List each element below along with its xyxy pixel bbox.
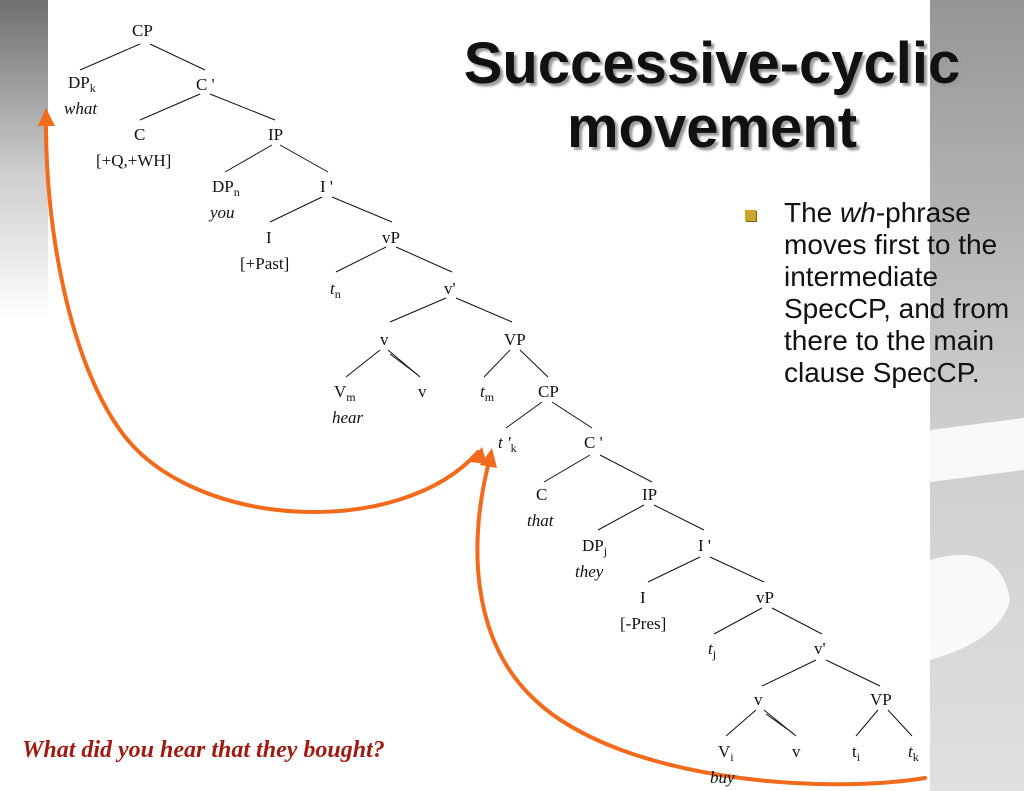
- node-vp-1: VP: [504, 330, 526, 349]
- node-c-2: C: [536, 485, 548, 504]
- right-gradient-band: [930, 0, 1024, 791]
- node-vp-small-1: vP: [382, 228, 400, 247]
- word-that: that: [527, 511, 554, 530]
- tree-branch: [825, 659, 881, 687]
- node-v-m: Vm: [334, 382, 356, 405]
- word-buy: buy: [710, 768, 735, 787]
- title-line-2: movement: [566, 95, 858, 160]
- feature-past: [+Past]: [240, 254, 290, 273]
- tree-branch: [543, 454, 591, 483]
- node-vp-small-2: vP: [756, 588, 774, 607]
- trace-t-n: tn: [330, 279, 341, 302]
- trace-t-k: tk: [908, 742, 919, 765]
- tree-branch: [209, 93, 276, 121]
- trace-t-i: ti: [852, 742, 861, 765]
- tree-branch: [505, 401, 543, 429]
- node-c-1: C: [134, 125, 146, 144]
- tree-branch: [713, 607, 763, 635]
- node-v-1: v: [380, 330, 389, 349]
- tree-branch: [389, 353, 419, 376]
- title-line-1: Successive-cyclic: [463, 31, 961, 96]
- movement-arrow-inner: [475, 456, 927, 787]
- word-what: what: [64, 99, 98, 118]
- tree-branch: [765, 713, 795, 735]
- node-dp-k: DPk: [68, 73, 96, 96]
- node-ip-2: IP: [642, 485, 658, 504]
- tree-branch: [395, 246, 453, 273]
- tree-branch: [455, 297, 513, 323]
- tree-branch: [335, 246, 387, 273]
- tree-branch: [519, 349, 549, 378]
- node-ip-1: IP: [268, 125, 284, 144]
- node-v-bar-1: v': [444, 279, 456, 298]
- tree-branch: [771, 607, 823, 635]
- movement-arrow-outer: [43, 116, 480, 515]
- slide-title: Successive-cyclic movement: [412, 32, 1012, 160]
- node-i-1: I: [266, 228, 272, 247]
- word-hear: hear: [332, 408, 364, 427]
- tree-branch: [483, 349, 511, 378]
- tree-branch: [597, 504, 645, 531]
- tree-branch: [725, 709, 757, 737]
- left-gradient-band: [0, 0, 48, 320]
- tree-branch: [331, 196, 393, 223]
- bullet-emphasis-wh: wh: [840, 197, 876, 228]
- node-v-i: Vi: [718, 742, 734, 765]
- bullet-text: The wh-phrase moves first to the interme…: [784, 197, 1010, 388]
- bullet-square-icon: [745, 210, 756, 221]
- node-i-2: I: [640, 588, 646, 607]
- tree-branch: [279, 144, 329, 173]
- tree-branch: [887, 709, 913, 737]
- trace-t-prime-k: t 'k: [498, 433, 517, 456]
- tree-branch: [269, 196, 323, 223]
- node-v-bar-2: v': [814, 639, 826, 658]
- tree-branch: [345, 349, 381, 378]
- node-cp-root: CP: [132, 21, 153, 40]
- node-dp-j: DPj: [582, 536, 608, 559]
- tree-branch: [551, 401, 593, 429]
- node-c-bar-2: C ': [584, 433, 603, 452]
- feature-pres: [-Pres]: [620, 614, 667, 633]
- node-v-1b: v: [418, 382, 427, 401]
- tree-branch: [855, 709, 879, 737]
- right-swoosh-shape: [930, 555, 1010, 660]
- node-i-bar-1: I ': [320, 177, 333, 196]
- tree-branch: [647, 556, 701, 583]
- node-dp-n: DPn: [212, 177, 240, 200]
- arrowhead-icon: [38, 108, 55, 126]
- tree-branch: [599, 454, 653, 483]
- trace-t-j: tj: [708, 639, 717, 662]
- tree-branch: [653, 504, 705, 531]
- example-sentence-caption: What did you hear that they bought?: [22, 737, 385, 763]
- right-swoosh-shape: [930, 418, 1024, 482]
- word-they: they: [575, 562, 604, 581]
- tree-branch: [139, 93, 201, 121]
- word-you: you: [210, 203, 235, 222]
- feature-q-wh: [+Q,+WH]: [96, 151, 172, 170]
- node-i-bar-2: I ': [698, 536, 711, 555]
- node-v-2b: v: [792, 742, 801, 761]
- tree-branch: [709, 556, 765, 583]
- trace-t-m: tm: [480, 382, 495, 405]
- tree-branch: [761, 659, 817, 687]
- node-c-bar-1: C ': [196, 75, 215, 94]
- node-v-2: v: [754, 690, 763, 709]
- tree-branch: [389, 297, 447, 323]
- arrowhead-icon: [470, 447, 487, 464]
- tree-branch: [79, 43, 141, 71]
- node-vp-2: VP: [870, 690, 892, 709]
- node-cp-2: CP: [538, 382, 559, 401]
- tree-branch: [224, 144, 273, 173]
- tree-branch: [149, 43, 206, 71]
